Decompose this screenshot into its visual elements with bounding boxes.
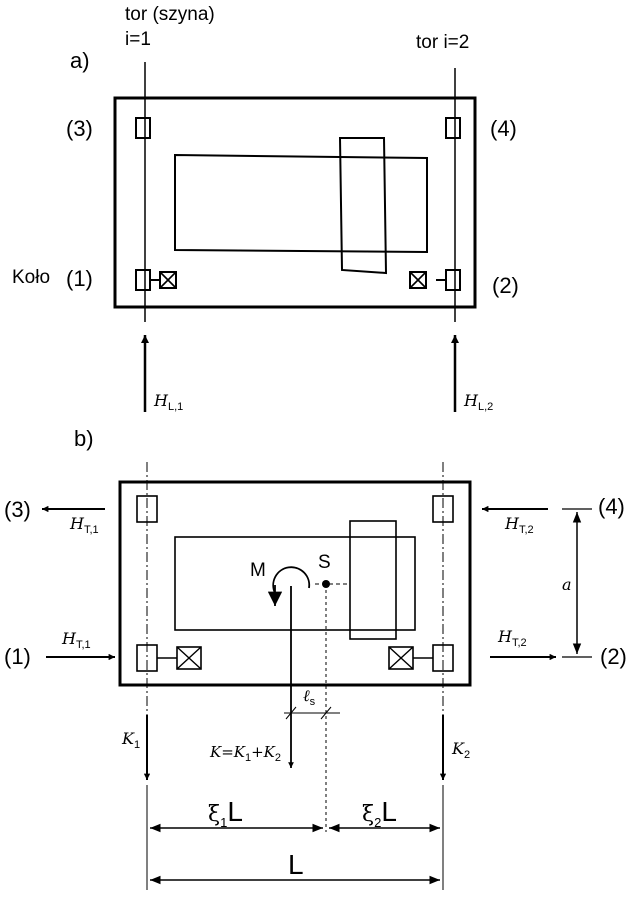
drive-1-b (176, 646, 202, 670)
drive-2-a (409, 271, 427, 289)
crane-frame-a (113, 96, 477, 309)
force-label-HT2-bottom: HT,2 (498, 627, 527, 649)
trolley-b (349, 520, 397, 640)
track-1-title: tor (szyna) (125, 4, 215, 25)
force-label-HT1-top: HT,1 (70, 514, 99, 536)
part-b-label: b) (74, 426, 94, 451)
moment-label: M (250, 560, 266, 581)
trolley-a (338, 137, 388, 275)
drive-1-a (159, 271, 177, 289)
force-label-K1: K1 (122, 729, 141, 751)
wheel-2-label-a: (2) (492, 273, 519, 298)
wheel-1-label-b: (1) (4, 644, 31, 669)
wheel-4-label-b: (4) (598, 494, 625, 519)
force-label-HT1-bottom: HT,1 (62, 629, 91, 651)
wheel-1-a (135, 269, 151, 291)
part-b-drawing (42, 462, 592, 890)
moment-arc (272, 566, 311, 594)
wheel-4-b (432, 495, 454, 523)
dim-label-ls: ℓs (303, 686, 316, 708)
wheel-3-label-a: (3) (66, 116, 93, 141)
dim-label-a: a (562, 575, 572, 594)
wheel-3-b (136, 495, 158, 523)
wheel-word-label: Koło (12, 267, 51, 288)
crane-frame-b (118, 480, 472, 687)
track-2-title: tor i=2 (416, 32, 470, 53)
wheel-1-label-a: (1) (66, 266, 93, 291)
part-a-label: a) (70, 48, 90, 73)
girder-a (174, 153, 428, 254)
dim-label-L: L (288, 849, 304, 880)
center-label: S (318, 552, 331, 573)
force-label-K-sum: K=K1+K2 (210, 743, 282, 764)
force-label-K2: K2 (452, 739, 471, 761)
dim-label-xi2: ξ2L (362, 796, 397, 830)
force-label-HL2: HL,2 (464, 391, 494, 413)
girder-b (174, 536, 416, 631)
force-label-HL1: HL,1 (154, 391, 184, 413)
wheel-3-label-b: (3) (4, 497, 31, 522)
wheel-4-a (445, 117, 461, 139)
wheel-2-a (445, 269, 461, 291)
part-a-drawing (113, 62, 477, 412)
wheel-3-a (135, 117, 151, 139)
drive-2-b (388, 646, 414, 670)
wheel-4-label-a: (4) (490, 116, 517, 141)
force-label-HT2-top: HT,2 (505, 514, 534, 536)
wheel-2-label-b: (2) (600, 644, 627, 669)
dim-label-xi1: ξ1L (208, 796, 243, 830)
track-1-index: i=1 (125, 29, 151, 50)
